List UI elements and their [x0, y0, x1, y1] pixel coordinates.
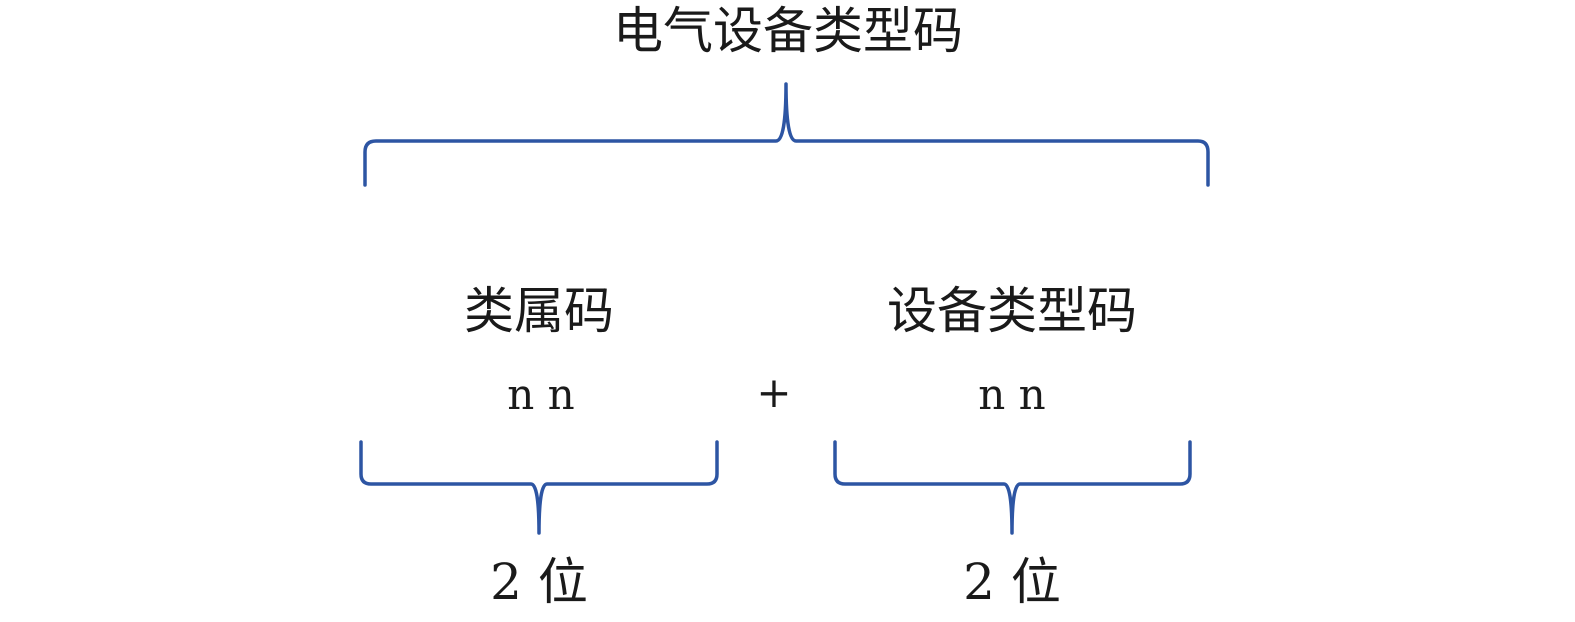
category-code-digits: 2 位 — [490, 553, 588, 611]
plus-operator: + — [756, 368, 792, 417]
device-type-code-label: 设备类型码 — [887, 282, 1137, 340]
category-code-placeholder: n n — [507, 370, 575, 419]
diagram-title: 电气设备类型码 — [613, 2, 963, 60]
top-brace — [363, 82, 1210, 187]
device-type-code-placeholder: n n — [978, 370, 1046, 419]
left-brace — [359, 440, 719, 535]
device-type-code-digits: 2 位 — [963, 553, 1061, 611]
right-brace — [833, 440, 1192, 535]
category-code-label: 类属码 — [464, 282, 614, 340]
